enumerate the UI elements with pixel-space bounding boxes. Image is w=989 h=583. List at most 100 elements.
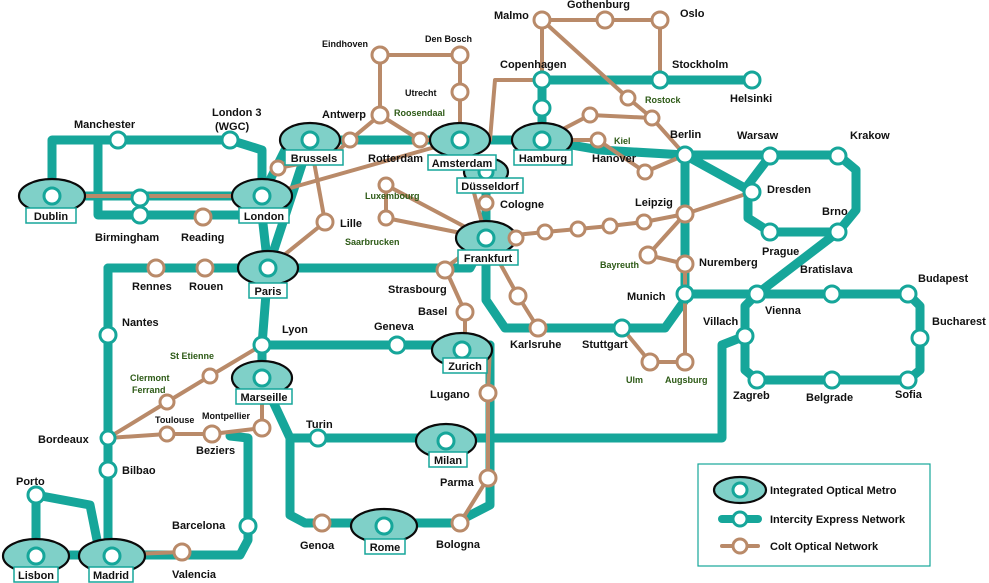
label-bayreuth: Bayreuth xyxy=(600,260,639,270)
label-rostock: Rostock xyxy=(645,95,682,105)
label-strasbourg: Strasbourg xyxy=(388,284,447,296)
label-rennes: Rennes xyxy=(132,281,172,293)
label-lugano: Lugano xyxy=(430,389,470,401)
label-reading: Reading xyxy=(181,232,224,244)
label-london: London xyxy=(244,211,285,223)
line-frankfurt-munich xyxy=(481,233,690,333)
label-krakow: Krakow xyxy=(850,130,890,142)
label-dresden: Dresden xyxy=(767,184,811,196)
colt-copenhagen-hamburg xyxy=(488,78,544,142)
label-genoa: Genoa xyxy=(300,540,335,552)
label-bordeaux: Bordeaux xyxy=(38,434,90,446)
label-eindhoven: Eindhoven xyxy=(322,39,368,49)
label-gothenburg: Gothenburg xyxy=(567,0,630,11)
colt-scandinavia xyxy=(540,18,662,82)
label-frankfurt: Frankfurt xyxy=(464,253,513,265)
legend-integrated: Integrated Optical Metro xyxy=(770,485,897,497)
colt-malmo-berlin xyxy=(540,18,687,157)
colt-london-amsterdam xyxy=(260,138,462,198)
label-montpellier: Montpellier xyxy=(202,411,250,421)
label-stuttgart: Stuttgart xyxy=(582,339,628,351)
label-bucharest: Bucharest xyxy=(932,316,986,328)
label-paris: Paris xyxy=(255,286,282,298)
label-hamburg: Hamburg xyxy=(519,153,567,165)
label-manchester: Manchester xyxy=(74,119,136,131)
colt-netherlands xyxy=(378,53,462,142)
label-lyon: Lyon xyxy=(282,324,308,336)
line-berlin-dresden xyxy=(680,150,757,197)
line-copenhagen-helsinki xyxy=(537,75,757,147)
label-parma: Parma xyxy=(440,477,475,489)
line-manchester-birmingham xyxy=(93,135,267,220)
label-roosendaal: Roosendaal xyxy=(394,108,445,118)
label-barcelona: Barcelona xyxy=(172,520,226,532)
label-dusseldorf: Düsseldorf xyxy=(461,181,519,193)
label-london3b: (WGC) xyxy=(215,121,250,133)
city-labels: Malmo Gothenburg Oslo Copenhagen Stockho… xyxy=(16,0,986,581)
label-stockholm: Stockholm xyxy=(672,59,728,71)
label-oslo: Oslo xyxy=(680,8,705,20)
label-zagreb: Zagreb xyxy=(733,390,770,402)
label-hanover: Hanover xyxy=(592,153,637,165)
label-malmo: Malmo xyxy=(494,10,529,22)
label-lille: Lille xyxy=(340,218,362,230)
label-milan: Milan xyxy=(434,455,462,467)
line-porto-madrid xyxy=(31,490,105,560)
minor-labels: Roosendaal Rostock Kiel Luxembourg Saarb… xyxy=(130,95,708,395)
label-belgrade: Belgrade xyxy=(806,392,853,404)
label-rouen: Rouen xyxy=(189,281,224,293)
label-turin: Turin xyxy=(306,419,333,431)
label-lisbon: Lisbon xyxy=(18,570,54,582)
label-valencia: Valencia xyxy=(172,569,217,581)
stations xyxy=(26,10,930,566)
line-madrid-valencia xyxy=(103,431,253,560)
label-leipzig: Leipzig xyxy=(635,197,673,209)
label-ulm: Ulm xyxy=(626,375,643,385)
label-warsaw: Warsaw xyxy=(737,130,779,142)
label-geneva: Geneva xyxy=(374,321,415,333)
label-nantes: Nantes xyxy=(122,317,159,329)
label-helsinki: Helsinki xyxy=(730,93,772,105)
label-villach: Villach xyxy=(703,316,739,328)
legend-intercity: Intercity Express Network xyxy=(770,514,906,526)
label-porto: Porto xyxy=(16,476,45,488)
label-budapest: Budapest xyxy=(918,273,968,285)
label-nuremberg: Nuremberg xyxy=(699,257,758,269)
label-stetienne: St Etienne xyxy=(170,351,214,361)
label-brno: Brno xyxy=(822,206,848,218)
label-rotterdam: Rotterdam xyxy=(368,153,423,165)
label-vienna: Vienna xyxy=(765,305,802,317)
label-dublin: Dublin xyxy=(34,211,68,223)
label-bologna: Bologna xyxy=(436,539,481,551)
line-italy-loop xyxy=(285,433,495,528)
colt-lyon-bordeaux xyxy=(106,343,264,440)
label-berlin: Berlin xyxy=(670,129,701,141)
label-brussels: Brussels xyxy=(291,153,337,165)
label-saarbrucken: Saarbrucken xyxy=(345,237,400,247)
label-antwerp: Antwerp xyxy=(322,109,366,121)
label-london3: London 3 xyxy=(212,107,262,119)
label-kiel: Kiel xyxy=(614,136,631,146)
label-augsburg: Augsburg xyxy=(665,375,708,385)
label-birmingham: Birmingham xyxy=(95,232,159,244)
line-brno-vienna xyxy=(752,227,843,299)
label-clermont2: Ferrand xyxy=(132,385,166,395)
label-zurich: Zurich xyxy=(448,361,482,373)
colt-zurich-parma xyxy=(458,343,492,525)
legend-colt: Colt Optical Network xyxy=(770,541,879,553)
label-toulouse: Toulouse xyxy=(155,415,194,425)
label-bilbao: Bilbao xyxy=(122,465,156,477)
label-utrecht: Utrecht xyxy=(405,88,437,98)
label-prague: Prague xyxy=(762,246,799,258)
legend: Integrated Optical Metro Intercity Expre… xyxy=(697,463,931,567)
label-munich: Munich xyxy=(627,291,666,303)
label-denbosch: Den Bosch xyxy=(425,34,472,44)
label-cologne: Cologne xyxy=(500,199,544,211)
hub-labels: Dublin London Brussels Amsterdam Hamburg… xyxy=(13,149,573,583)
label-bratislava: Bratislava xyxy=(800,264,853,276)
label-basel: Basel xyxy=(418,306,447,318)
label-luxembourg: Luxembourg xyxy=(365,191,420,201)
label-amsterdam: Amsterdam xyxy=(432,158,493,170)
label-marseille: Marseille xyxy=(240,392,287,404)
